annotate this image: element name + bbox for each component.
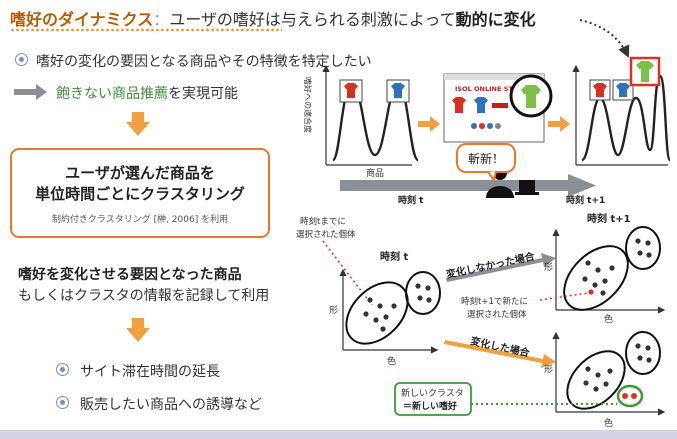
title-underline xyxy=(10,28,282,32)
bullet-icon xyxy=(56,396,69,409)
time-t-label: 時刻 t xyxy=(398,194,424,206)
orange-arrow xyxy=(418,116,440,132)
dotted-pointer xyxy=(539,292,589,301)
online-store-screenshot: ISOL ONLINE STORE xyxy=(443,73,553,143)
axis-shape-label: 形 xyxy=(544,261,553,273)
x-axis-label: 商品 xyxy=(366,167,384,179)
preference-graph-after xyxy=(572,56,672,166)
bullet-text-3: 販売したい商品への誘導など xyxy=(80,397,262,413)
axis-shape-label: 形 xyxy=(329,304,338,316)
factor-title: 嗜好を変化させる要因となった商品 xyxy=(18,267,242,283)
axis-color-label: 色 xyxy=(604,313,613,325)
clustering-box: ユーザが選んだ商品を 単位時間ごとにクラスタリング 制約付きクラスタリング [榊… xyxy=(10,148,270,238)
box-line-1: ユーザが選んだ商品を xyxy=(65,164,215,182)
title-separator: ： xyxy=(153,10,170,29)
factor-subtitle: もしくはクラスタの情報を記録して利用 xyxy=(18,288,270,304)
gray-arrow xyxy=(446,253,556,282)
cluster-plot-t1-nochange xyxy=(552,226,666,314)
new-cluster-1: 新しいクラスタ xyxy=(401,387,464,399)
note-selected-2: 選択された個体 xyxy=(296,229,356,240)
dotted-arrow xyxy=(579,19,630,58)
arrow-result-text: 飽きない商品推薦を実現可能 xyxy=(56,83,238,103)
axis-color-label: 色 xyxy=(387,355,396,367)
axis-color-label: 色 xyxy=(604,417,613,429)
page-title: 嗜好のダイナミクス：ユーザの嗜好は与えられる刺激によって動的に変化 xyxy=(10,6,536,30)
box-line-2: 単位時間ごとにクラスタリング xyxy=(35,185,245,203)
bubble-text: 斬新！ xyxy=(468,151,504,166)
bullet-text-2: サイト滞在時間の延長 xyxy=(80,364,220,380)
speech-bubble xyxy=(456,143,516,173)
y-axis-label: 嗜好への適合度 xyxy=(303,77,313,133)
time-t1-label: 時刻 t+1 xyxy=(566,194,605,206)
blue-shirt-icon xyxy=(391,83,405,98)
red-shirt-icon xyxy=(344,83,358,98)
new-cluster-box xyxy=(394,382,472,416)
box-note: 制約付きクラスタリング [榊, 2006] を利用 xyxy=(51,215,229,225)
right-arrow-icon xyxy=(14,84,47,100)
laptop-icon xyxy=(515,192,539,195)
note-selected-1: 時刻tまでに xyxy=(300,216,346,227)
result-text: を実現可能 xyxy=(168,86,238,102)
green-shirt-icon xyxy=(636,61,654,82)
cluster-plot-t xyxy=(339,268,441,354)
down-arrow-icon xyxy=(126,318,150,342)
highlight-text: 飽きない商品推薦 xyxy=(56,86,168,102)
new-selected-2: 選択された個体 xyxy=(467,309,527,320)
down-arrow-icon xyxy=(126,112,150,136)
axis-shape-label: 形 xyxy=(544,363,553,375)
cluster-plot-t1-changed xyxy=(552,331,666,416)
orange-arrow xyxy=(548,116,570,132)
bullet-icon xyxy=(15,53,28,66)
store-title: ISOL ONLINE STORE xyxy=(455,85,528,93)
green-shirt-icon xyxy=(521,85,541,108)
time-t1-cluster-label: 時刻 t+1 xyxy=(587,212,631,225)
bottom-bar xyxy=(0,430,677,439)
dotted-pointer xyxy=(322,240,373,306)
time-t-cluster-label: 時刻 t xyxy=(380,250,408,263)
preference-graph-before xyxy=(322,64,420,166)
title-strong: 動的に変化 xyxy=(455,10,536,29)
user-body-icon xyxy=(486,186,514,198)
changed-label: 変化した場合 xyxy=(469,334,531,359)
new-cluster-2: ＝新しい嗜好 xyxy=(403,400,457,412)
title-main: 嗜好のダイナミクス xyxy=(10,10,154,29)
title-rest: ユーザの嗜好は与えられる刺激によって xyxy=(169,10,456,29)
new-selected-1: 時刻t+1で新たに xyxy=(461,296,528,307)
orange-arrow xyxy=(444,340,556,368)
time-arrow xyxy=(340,180,570,191)
bullet-text-1: 嗜好の変化の要因となる商品やその特徴を特定したい xyxy=(36,54,372,70)
bullet-icon xyxy=(56,363,69,376)
